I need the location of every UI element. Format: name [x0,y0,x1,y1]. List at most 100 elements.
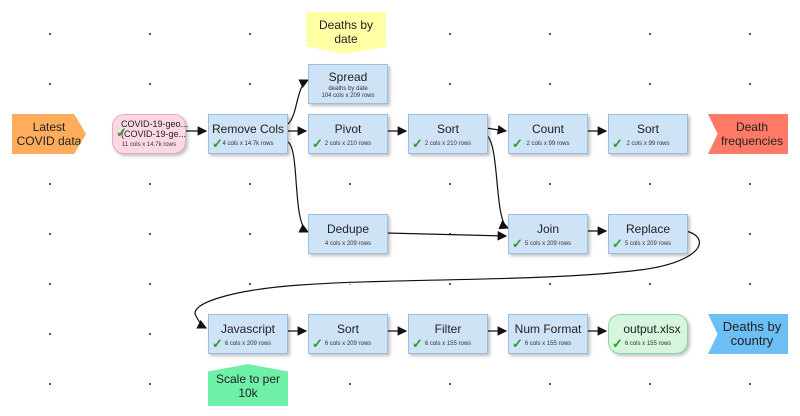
label-text: Deaths by date [318,18,374,46]
grid-dot [449,83,451,85]
node-info: 4 cols x 14.7k rows [222,141,274,147]
grid-dot [49,183,51,185]
edge-removecols-spread [287,79,310,125]
grid-dot [649,383,651,385]
grid-dot [49,83,51,85]
node-info: 5 cols x 209 rows [624,241,672,247]
grid-dot [349,383,351,385]
grid-dot [749,183,751,185]
grid-dot [749,233,751,235]
grid-dot [449,283,451,285]
node-output-xlsx[interactable]: output.xlsx 6 cols x 155 rows ✓ [608,314,688,354]
edge-dedupe-join [385,230,508,241]
grid-dot [649,83,651,85]
node-info: 2 cols x 210 rows [324,141,372,147]
node-title: Replace [625,222,671,236]
grid-dot [449,183,451,185]
node-info: 6 cols x 209 rows [324,341,372,347]
edge-sort1-join [485,134,510,230]
node-pivot[interactable]: Pivot 2 cols x 210 rows ✓ [308,114,388,154]
label-text: Death frequencies [720,120,784,148]
node-replace[interactable]: Replace 5 cols x 209 rows ✓ [608,214,688,254]
node-info: 6 cols x 155 rows [524,341,572,347]
node-info: 2 cols x 99 rows [526,141,570,147]
edge-removecols-dedupe [287,141,310,233]
grid-dot [49,383,51,385]
node-title: Num Format [514,322,582,336]
node-title: Remove Cols [211,122,285,136]
grid-dot [149,183,151,185]
node-title: output.xlsx [623,322,681,336]
node-info: 6 cols x 155 rows [624,341,672,347]
node-count[interactable]: Count 2 cols x 99 rows ✓ [508,114,588,154]
grid-dot [149,283,151,285]
grid-dot [549,183,551,185]
grid-dot [549,383,551,385]
node-info: 11 cols x 14.7k rows [122,142,176,148]
label-deaths-by-date[interactable]: Deaths by date [306,12,386,54]
grid-dot [149,333,151,335]
grid-dot [149,83,151,85]
node-title: Spread [328,70,368,84]
node-num-format[interactable]: Num Format 6 cols x 155 rows ✓ [508,314,588,354]
node-filter[interactable]: Filter 6 cols x 155 rows ✓ [408,314,488,354]
grid-dot [149,383,151,385]
check-icon: ✓ [312,336,323,351]
check-icon: ✓ [412,136,423,151]
grid-dot [449,383,451,385]
node-join[interactable]: Join 5 cols x 209 rows ✓ [508,214,588,254]
check-icon: ✓ [612,336,623,351]
grid-dot [649,283,651,285]
grid-dot [649,183,651,185]
grid-dot [249,83,251,85]
grid-dot [749,83,751,85]
grid-dot [549,33,551,35]
label-text: Scale to per 10k [215,372,281,400]
grid-dot [149,233,151,235]
node-title: Count [531,122,565,136]
node-info: 2 cols x 210 rows [424,141,472,147]
edge-sort1-count [485,125,508,135]
node-remove-cols[interactable]: Remove Cols 4 cols x 14.7k rows ✓ [208,114,288,154]
node-info: 6 cols x 209 rows [224,341,272,347]
node-sort-2[interactable]: Sort 2 cols x 99 rows ✓ [608,114,688,154]
node-sort-1[interactable]: Sort 2 cols x 210 rows ✓ [408,114,488,154]
label-death-frequencies[interactable]: Death frequencies [708,114,788,154]
grid-dot [149,33,151,35]
check-icon: ✓ [612,236,623,251]
grid-dot [649,33,651,35]
node-title: Sort [436,122,459,136]
node-info: 5 cols x 209 rows [524,241,572,247]
node-title: Dedupe [326,222,370,236]
node-title: Join [536,222,559,236]
grid-dot [349,183,351,185]
node-spread[interactable]: Spread deaths by date 104 cols x 209 row… [308,64,388,104]
node-title: Sort [636,122,659,136]
node-info: 4 cols x 209 rows [324,241,372,247]
node-dedupe[interactable]: Dedupe 4 cols x 209 rows [308,214,388,254]
node-javascript[interactable]: Javascript 6 cols x 209 rows ✓ [208,314,288,354]
check-icon: ✓ [512,136,523,151]
grid-dot [449,33,451,35]
node-info: 2 cols x 99 rows [626,141,670,147]
label-deaths-by-country[interactable]: Deaths by country [708,314,788,354]
grid-dot [249,283,251,285]
node-info: deaths by date 104 cols x 209 rows [321,86,375,99]
node-info: 6 cols x 155 rows [424,341,472,347]
node-sort-3[interactable]: Sort 6 cols x 209 rows ✓ [308,314,388,354]
label-latest-covid-data[interactable]: Latest COVID data [12,114,86,154]
label-text: Deaths by country [722,319,782,348]
label-scale-per-10k[interactable]: Scale to per 10k [208,364,288,406]
node-input-covid-file[interactable]: COVID-19-geo... (COVID-19-ge... 11 cols … [112,114,188,154]
grid-dot [249,183,251,185]
grid-dot [749,283,751,285]
grid-dot [249,33,251,35]
check-icon: ✓ [212,336,223,351]
grid-dot [749,33,751,35]
grid-dot [549,283,551,285]
check-icon: ✓ [212,136,223,151]
check-icon: ✓ [116,125,127,140]
check-icon: ✓ [312,136,323,151]
